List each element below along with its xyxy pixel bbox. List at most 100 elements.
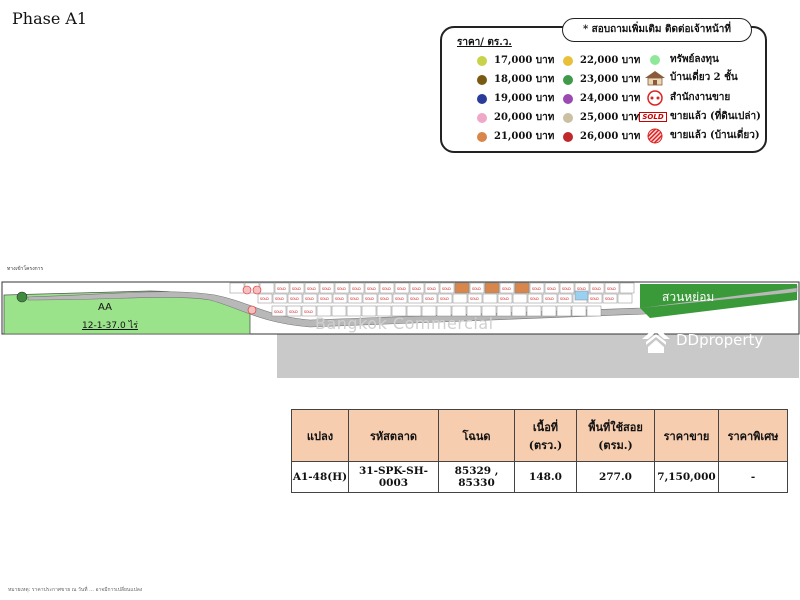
- plot-low: [511, 305, 527, 317]
- plot-top: [559, 282, 575, 294]
- col-header-special-price: ราคาพิเศษ: [718, 409, 788, 462]
- plot-house: [484, 282, 500, 294]
- plot-low: [496, 305, 512, 317]
- plot-top: [304, 282, 320, 294]
- plot-top: [409, 282, 425, 294]
- roundabout-icon: [16, 291, 28, 303]
- footnote: หมายเหตุ: ราคาประกาศขาย ณ วันที่ ... อาจ…: [8, 587, 143, 593]
- plot-house: [454, 282, 470, 294]
- cell-plot: A1-48(H): [291, 461, 349, 493]
- sold-label-mid: SOLD: [605, 297, 614, 301]
- plot-low: [406, 305, 422, 317]
- plot-top: [334, 282, 350, 294]
- price-dot-icon: [477, 131, 487, 142]
- plot-top: [424, 282, 440, 294]
- legend-house: บ้านเดี่ยว 2 ชั้น: [644, 70, 738, 85]
- watermark: Bangkok Commercial: [315, 314, 494, 333]
- plot-mid: [332, 293, 348, 304]
- sold-label-top: SOLD: [547, 287, 556, 291]
- sold-label-mid: SOLD: [560, 297, 569, 301]
- plot-low: [451, 305, 467, 317]
- plot-low: [481, 305, 497, 317]
- sales-office-plot: [574, 290, 589, 301]
- sold-label-mid: SOLD: [335, 297, 344, 301]
- sold-label-top: SOLD: [442, 287, 451, 291]
- plot-low: [361, 305, 377, 317]
- plot-low: [376, 305, 392, 317]
- sold-label-top: SOLD: [577, 287, 586, 291]
- gray-band: [277, 333, 799, 378]
- legend-price-18000: 18,000 บาท: [477, 72, 554, 87]
- legend-price-17000: 17,000 บาท: [477, 53, 554, 68]
- sold-label-mid: SOLD: [260, 297, 269, 301]
- cell-land-area: 148.0: [514, 461, 577, 493]
- plot-mid: [482, 293, 498, 304]
- sold-house-marker: [252, 285, 262, 295]
- plot-mid: [617, 293, 633, 304]
- plot-mid: [347, 293, 363, 304]
- legend-note: * สอบถามเพิ่มเติม ติดต่อเจ้าหน้าที่: [562, 18, 752, 42]
- legend-price-21000: 21,000 บาท: [477, 129, 554, 144]
- sold-label-top: SOLD: [382, 287, 391, 291]
- plot-low: [391, 305, 407, 317]
- sold-label-top: SOLD: [607, 287, 616, 291]
- green-circle-icon: [644, 53, 666, 67]
- table-row: A1-48(H) 31-SPK-SH-0003 85329 , 85330 14…: [291, 461, 788, 493]
- plot-house: [514, 282, 530, 294]
- col-header-price: ราคาขาย: [654, 409, 719, 462]
- plot-top: [604, 282, 620, 294]
- plot-top: [319, 282, 335, 294]
- sold-label-mid: SOLD: [590, 297, 599, 301]
- col-header-deed: โฉนด: [438, 409, 515, 462]
- plot-mid: [407, 293, 423, 304]
- plot-top: [259, 282, 275, 294]
- plot-mid: [392, 293, 408, 304]
- legend-heading: ราคา/ ตร.ว.: [457, 37, 512, 48]
- price-dot-icon: [563, 55, 573, 66]
- price-dot-icon: [563, 131, 573, 142]
- plot-low: [346, 305, 362, 317]
- plot-mid: [377, 293, 393, 304]
- sold-label-mid: SOLD: [410, 297, 419, 301]
- plot-low: [286, 305, 302, 317]
- sold-house-marker: [242, 285, 252, 295]
- sold-badge-icon: SOLD: [639, 110, 667, 124]
- sold-label-mid: SOLD: [275, 297, 284, 301]
- plot-top: [274, 282, 290, 294]
- legend-price-19000: 19,000 บาท: [477, 91, 554, 106]
- sold-label-mid: SOLD: [530, 297, 539, 301]
- plot-top: [364, 282, 380, 294]
- cell-market-code: 31-SPK-SH-0003: [348, 461, 439, 493]
- plot-top: [469, 282, 485, 294]
- price-dot-icon: [477, 93, 487, 104]
- sold-label-mid: SOLD: [500, 297, 509, 301]
- sold-label-top: SOLD: [472, 287, 481, 291]
- plot-top: [544, 282, 560, 294]
- sold-label-top: SOLD: [337, 287, 346, 291]
- plot-top: [229, 282, 245, 294]
- sold-label-mid: SOLD: [545, 297, 554, 301]
- plot-rows: SOLD SOLD SOLD SOLD SOLD SOLD SOLD SOLD SOLD SOLD…: [229, 282, 635, 317]
- sold-label-top: SOLD: [532, 287, 541, 291]
- cell-usable-area: 277.0: [576, 461, 655, 493]
- sold-label-top: SOLD: [427, 287, 436, 291]
- sold-label-mid: SOLD: [365, 297, 374, 301]
- sold-label-low: SOLD: [289, 310, 298, 314]
- plot-mid: [272, 293, 288, 304]
- sold-label-mid: SOLD: [395, 297, 404, 301]
- plot-top: [619, 282, 635, 294]
- plot-mid: [527, 293, 543, 304]
- col-header-plot: แปลง: [291, 409, 349, 462]
- ddproperty-logo: DDproperty: [640, 325, 763, 355]
- plot-mid: [257, 293, 273, 304]
- legend-sold-house: ขายแล้ว (บ้านเดี่ยว): [644, 128, 760, 143]
- plot-low: [301, 305, 317, 317]
- price-dot-icon: [477, 74, 487, 85]
- site-plan: SOLD SOLD SOLD SOLD SOLD SOLD SOLD SOLD SOLD SOLD…: [1, 281, 800, 335]
- plot-mid: [542, 293, 558, 304]
- sold-label-top: SOLD: [352, 287, 361, 291]
- road-label: ทางเข้าโครงการ: [7, 266, 44, 272]
- sold-label-mid: SOLD: [380, 297, 389, 301]
- plot-mid: [437, 293, 453, 304]
- plot-top: [349, 282, 365, 294]
